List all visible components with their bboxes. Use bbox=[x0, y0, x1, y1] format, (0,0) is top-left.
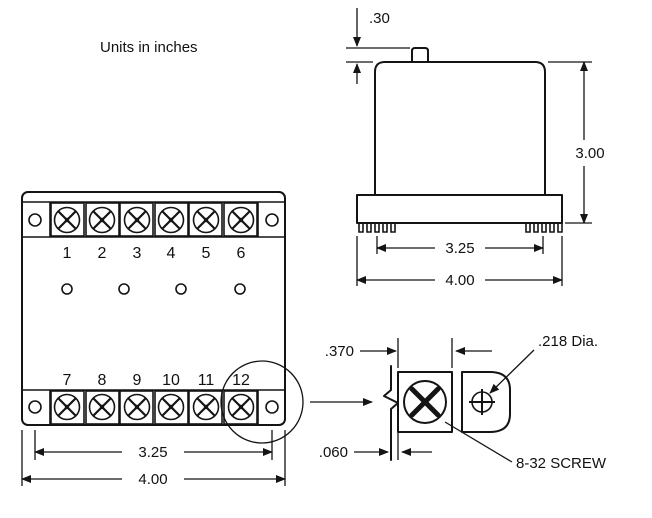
dim-label: 3.25 bbox=[138, 444, 167, 461]
front-dim-3-25: 3.25 bbox=[34, 430, 273, 461]
detail-dim-060: .060 bbox=[319, 444, 432, 461]
bottom-terminal-strip bbox=[22, 389, 285, 425]
pilot-hole-icon bbox=[234, 283, 246, 295]
pilot-hole-icon bbox=[118, 283, 130, 295]
front-view: 1 2 3 4 5 6 7 8 9 10 11 12 bbox=[21, 191, 373, 488]
mounting-hole-icon bbox=[28, 400, 42, 414]
terminal-number: 2 bbox=[98, 245, 107, 262]
terminal-number: 11 bbox=[198, 372, 215, 389]
screw-icon bbox=[53, 206, 81, 234]
pilot-holes bbox=[61, 283, 246, 295]
terminal-number: 4 bbox=[167, 245, 176, 262]
side-dim-height: 3.00 bbox=[548, 61, 605, 224]
screw-block bbox=[397, 371, 453, 433]
dim-label: .060 bbox=[319, 444, 348, 461]
dim-label: 3.25 bbox=[445, 240, 474, 257]
dim-label: 4.00 bbox=[445, 272, 474, 289]
dim-label: 3.00 bbox=[575, 145, 604, 162]
detail-callout-circle bbox=[220, 360, 304, 444]
mounting-hole-icon bbox=[28, 213, 42, 227]
terminal-number: 3 bbox=[133, 245, 142, 262]
screw-icon bbox=[53, 393, 81, 421]
terminal-number: 1 bbox=[63, 245, 72, 262]
terminal-number: 9 bbox=[133, 372, 142, 389]
mounting-hole-icon bbox=[265, 213, 279, 227]
screw-icon bbox=[157, 206, 185, 234]
screw-icon bbox=[157, 393, 185, 421]
side-body-outline bbox=[374, 61, 546, 196]
detail-hole-callout: .218 Dia. bbox=[489, 333, 598, 394]
screw-icon bbox=[192, 206, 220, 234]
screw-icon bbox=[227, 393, 255, 421]
side-dim-4-00: 4.00 bbox=[356, 236, 563, 289]
pilot-hole-icon bbox=[61, 283, 73, 295]
detail-screw-callout: 8-32 SCREW bbox=[444, 421, 607, 472]
detail-dim-370: .370 bbox=[325, 338, 492, 368]
terminal-number: 6 bbox=[237, 245, 246, 262]
screw-icon bbox=[88, 206, 116, 234]
bottom-terminal-numbers: 7 8 9 10 11 12 bbox=[63, 372, 250, 389]
terminal-pins bbox=[358, 223, 563, 233]
side-dim-3-25: 3.25 bbox=[376, 236, 544, 257]
terminal-number: 8 bbox=[98, 372, 107, 389]
dim-label: 8-32 SCREW bbox=[516, 455, 607, 472]
screw-icon bbox=[88, 393, 116, 421]
screw-icon bbox=[227, 206, 255, 234]
top-terminal-strip bbox=[22, 201, 285, 238]
terminal-number: 7 bbox=[63, 372, 72, 389]
cross-hole-icon bbox=[469, 389, 495, 415]
terminal-number: 5 bbox=[202, 245, 211, 262]
units-note: Units in inches bbox=[100, 39, 198, 56]
detail-view: .370 .060 .218 Dia. 8-32 SCREW bbox=[319, 333, 607, 472]
top-terminal-numbers: 1 2 3 4 5 6 bbox=[63, 245, 246, 262]
front-dim-4-00: 4.00 bbox=[21, 430, 286, 488]
base-flange bbox=[356, 194, 563, 224]
top-knob bbox=[411, 47, 429, 63]
dim-label: 4.00 bbox=[138, 471, 167, 488]
break-line bbox=[383, 365, 399, 461]
screw-icon bbox=[123, 206, 151, 234]
dim-label: .370 bbox=[325, 343, 354, 360]
side-view: .30 3.00 3.25 4.00 bbox=[346, 8, 605, 289]
dim-label: .30 bbox=[369, 10, 390, 27]
clamp-plate bbox=[461, 371, 511, 433]
front-outline bbox=[21, 191, 286, 426]
side-dim-knob: .30 bbox=[346, 8, 410, 84]
mounting-hole-icon bbox=[265, 400, 279, 414]
screw-icon bbox=[192, 393, 220, 421]
dim-label: .218 Dia. bbox=[538, 333, 598, 350]
terminal-number: 12 bbox=[232, 372, 250, 389]
screw-head-icon bbox=[403, 380, 447, 424]
screw-icon bbox=[123, 393, 151, 421]
terminal-number: 10 bbox=[162, 372, 180, 389]
pilot-hole-icon bbox=[175, 283, 187, 295]
